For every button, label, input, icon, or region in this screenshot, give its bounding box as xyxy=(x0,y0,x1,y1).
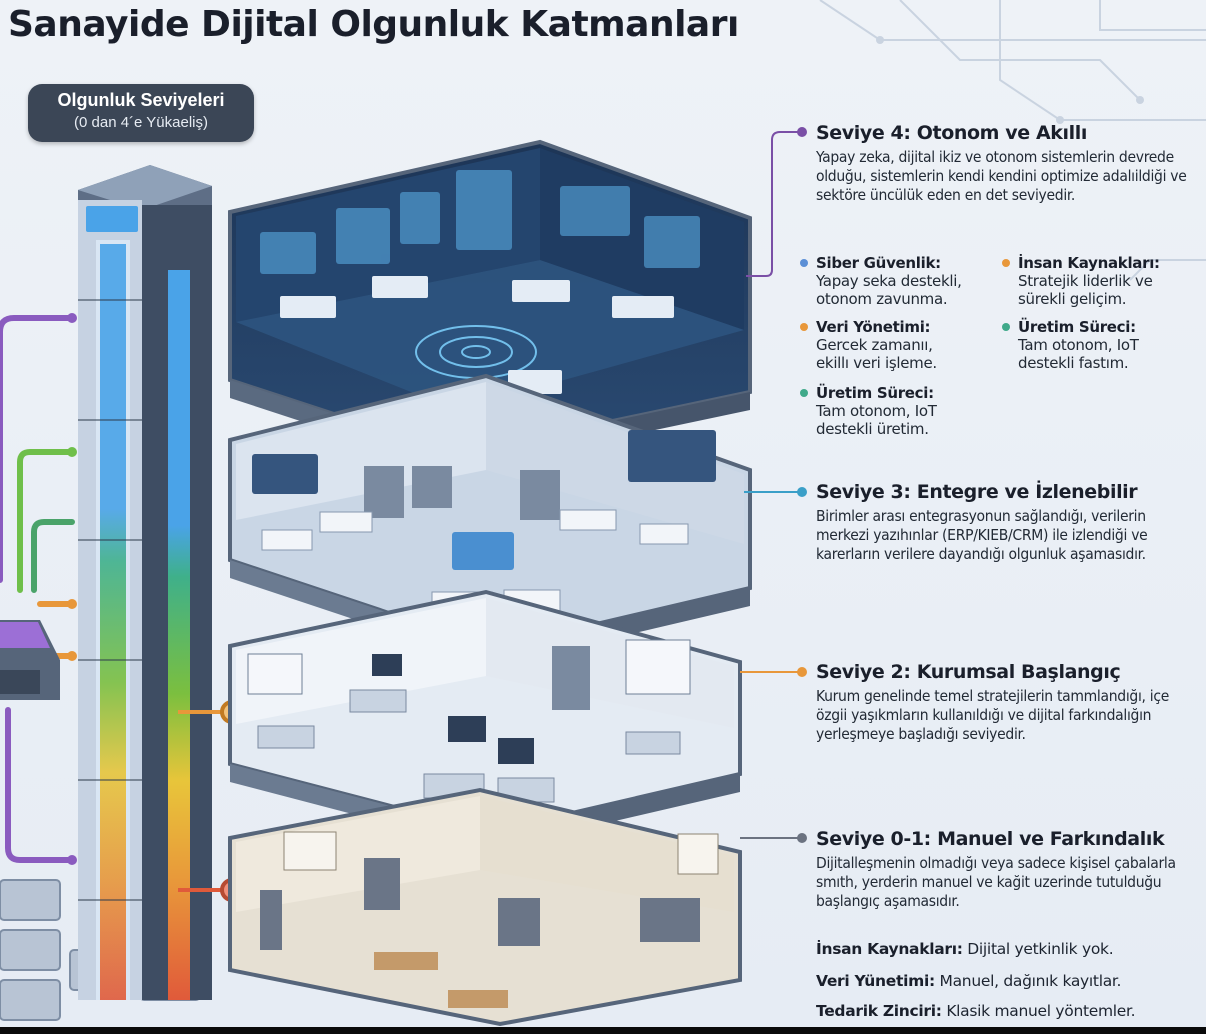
item-text: Tam otonom, IoT destekli fastım. xyxy=(1018,336,1139,372)
item-title: İnsan Kaynakları: xyxy=(1018,254,1160,272)
level2-panel: Seviye 2: Kurumsal Başlangıç Kurum genel… xyxy=(816,661,1188,744)
page-title: Sanayide Dijital Olgunluk Katmanları xyxy=(8,4,739,45)
item-title: Üretim Süreci: xyxy=(816,384,934,402)
colored-pipes xyxy=(0,315,75,863)
item-text: Tam otonom, IoT destekli üretim. xyxy=(816,402,937,438)
fact-key: İnsan Kaynakları: xyxy=(816,940,963,958)
bullet-icon xyxy=(800,259,808,267)
fact-value: Dijital yetkinlik yok. xyxy=(962,940,1114,958)
level3-description: Birimler arası entegrasyonun sağlandığı,… xyxy=(816,507,1148,563)
level4-item-cyber-security: Siber Güvenlik: Yapay seka destekli, oto… xyxy=(800,254,996,308)
level01-heading: Seviye 0-1: Manuel ve Farkındalık xyxy=(816,828,1165,850)
level2-heading: Seviye 2: Kurumsal Başlangıç xyxy=(816,661,1121,683)
item-title: Üretim Süreci: xyxy=(1018,318,1136,336)
floor-level-4 xyxy=(228,139,752,472)
bullet-icon xyxy=(800,323,808,331)
level3-panel: Seviye 3: Entegre ve İzlenebilir Birimle… xyxy=(816,481,1192,564)
maturity-tower xyxy=(78,165,212,1000)
bullet-icon xyxy=(800,389,808,397)
fact-value: Klasik manuel yöntemler. xyxy=(941,1002,1136,1020)
side-machine xyxy=(0,620,60,700)
level01-fact-data: Veri Yünetimi: Manuel, dağınık kayıtlar. xyxy=(816,972,1122,990)
level4-description: Yapay zeka, dijital ikiz ve otonom siste… xyxy=(816,148,1187,204)
bullet-icon xyxy=(1002,323,1010,331)
item-title: Siber Güvenlik: xyxy=(816,254,941,272)
floor-level-0-1 xyxy=(228,787,742,1027)
item-text: Yapay seka destekli, otonom zavunma. xyxy=(816,272,962,308)
level2-description: Kurum genelinde temel stratejilerin tamm… xyxy=(816,687,1170,743)
fact-value: Manuel, dağınık kayıtlar. xyxy=(934,972,1122,990)
fact-key: Tedarik Zinciri: xyxy=(816,1002,942,1020)
level4-item-production-process-2: Üretim Süreci: Tam otonom, IoT destekli … xyxy=(800,384,966,438)
level01-panel: Seviye 0-1: Manuel ve Farkındalık Dijita… xyxy=(816,828,1188,911)
level01-description: Dijitalleşmenin olmadığı veya sadece kiş… xyxy=(816,854,1176,910)
level01-fact-hr: İnsan Kaynakları: Dijital yetkinlik yok. xyxy=(816,940,1114,958)
bullet-icon xyxy=(1002,259,1010,267)
level3-marker xyxy=(797,487,807,497)
level01-marker xyxy=(797,833,807,843)
floor-level-3 xyxy=(228,373,752,666)
level4-item-production-process: Üretim Süreci: Tam otonom, IoT destekli … xyxy=(1002,318,1168,372)
level01-fact-supply-chain: Tedarik Zinciri: Klasik manuel yöntemler… xyxy=(816,1002,1136,1020)
level2-marker xyxy=(797,667,807,677)
level3-heading: Seviye 3: Entegre ve İzlenebilir xyxy=(816,481,1138,503)
level4-panel: Seviye 4: Otonom ve Akıllı Yapay zeka, d… xyxy=(816,122,1188,205)
level4-item-data-management: Veri Yönetimi: Gercek zamanıı, ekillı ve… xyxy=(800,318,966,372)
bottom-edge-bar xyxy=(0,1027,1206,1034)
fact-key: Veri Yünetimi: xyxy=(816,972,935,990)
badge-subtitle: (0 dan 4´e Yükaeliş) xyxy=(74,114,208,131)
level4-marker xyxy=(797,127,807,137)
item-text: Stratejik liderlik ve sürekli geliçim. xyxy=(1018,272,1153,308)
item-title: Veri Yönetimi: xyxy=(816,318,931,336)
level4-item-human-resources: İnsan Kaynakları: Stratejik liderlik ve … xyxy=(1002,254,1188,308)
callout-lines xyxy=(740,131,800,839)
level4-heading: Seviye 4: Otonom ve Akıllı xyxy=(816,122,1087,144)
badge-title: Olgunluk Seviyeleri xyxy=(57,90,225,110)
item-text: Gercek zamanıı, ekillı veri işleme. xyxy=(816,336,937,372)
maturity-levels-badge: Olgunluk Seviyeleri (0 dan 4´e Yükaeliş) xyxy=(28,84,254,142)
